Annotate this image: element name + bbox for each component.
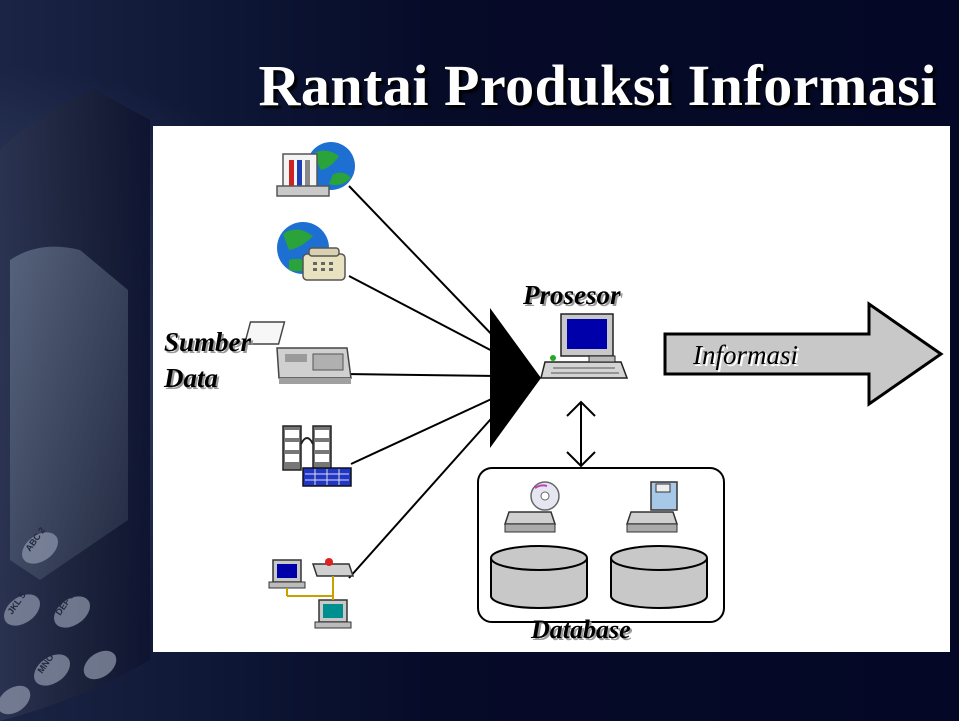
informasi-label: Informasi <box>693 340 799 370</box>
processor-label: Prosesor <box>523 280 621 310</box>
disk-cylinder-icon <box>490 545 588 609</box>
film-keyboard-icon <box>282 425 352 487</box>
fax-machine-icon <box>243 321 352 384</box>
slide-title: Rantai Produksi Informasi <box>258 53 937 118</box>
informasi-arrow <box>663 301 944 407</box>
database-label: Database <box>531 615 631 644</box>
globe-telephone-icon <box>277 222 346 281</box>
diagram-panel: Sumber Data Prosesor Informasi Database <box>153 126 950 652</box>
source-connector-lines <box>344 185 499 579</box>
source-label-line1: Sumber <box>164 327 252 357</box>
source-data-label: Sumber Data <box>164 324 251 396</box>
building-globe-icon <box>276 142 355 197</box>
diagram-canvas <box>243 142 944 629</box>
processor-database-arrow <box>566 400 596 468</box>
processor-computer-icon <box>540 313 629 379</box>
processor-funnel <box>490 308 541 448</box>
network-computers-icon <box>268 558 355 629</box>
disk-cylinder-icon <box>610 545 708 609</box>
floppy-drive-icon <box>625 481 679 533</box>
source-label-line2: Data <box>164 363 218 393</box>
cd-drive-icon <box>503 481 560 533</box>
